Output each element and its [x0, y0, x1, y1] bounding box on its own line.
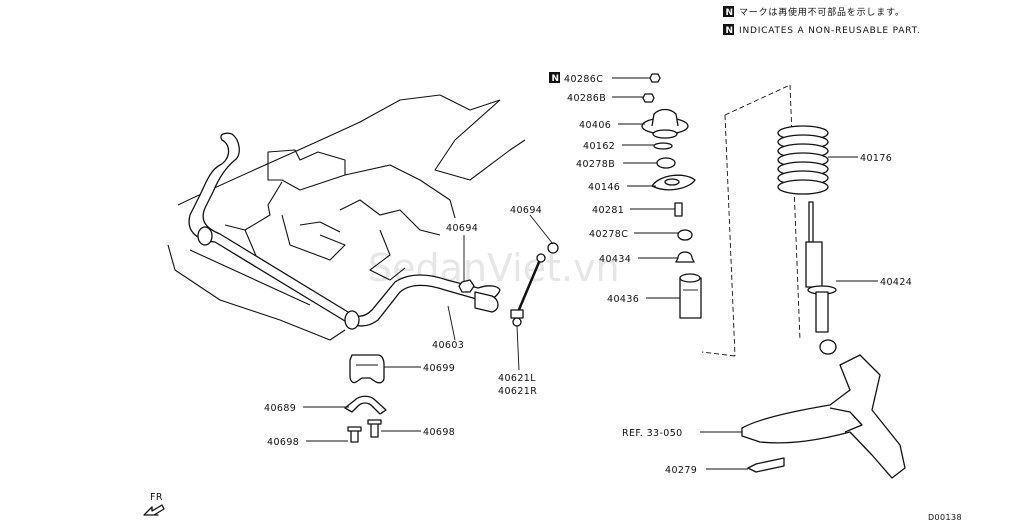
legend: N マークは再使用不可部品を示します。 N INDICATES A NON-RE… — [723, 6, 920, 36]
legend-jp-text: マークは再使用不可部品を示します。 — [739, 6, 905, 18]
strut-parts-stack — [641, 73, 702, 319]
svg-text:N: N — [552, 74, 560, 84]
label-40176: 40176 — [860, 153, 892, 164]
label-40278b: 40278B — [576, 159, 615, 170]
label-40434: 40434 — [599, 254, 631, 265]
front-direction-arrow: FR — [143, 492, 165, 516]
label-40278c: 40278C — [589, 229, 628, 240]
vehicle-body-outline — [167, 94, 526, 341]
bolt-40698-b — [367, 419, 382, 438]
nut-40286c — [649, 73, 661, 83]
label-40698-a: 40698 — [267, 437, 299, 448]
stabilizer-bar — [188, 132, 501, 330]
label-40424: 40424 — [880, 277, 912, 288]
label-40699: 40699 — [423, 363, 455, 374]
non-reusable-badge: N — [549, 72, 560, 84]
footer-code: D00138 — [928, 513, 962, 522]
label-40689: 40689 — [264, 403, 296, 414]
label-40146: 40146 — [588, 182, 620, 193]
fr-label: FR — [150, 492, 163, 503]
leader-lines — [303, 77, 878, 470]
label-40279: 40279 — [665, 465, 697, 476]
legend-badge-1: N — [726, 8, 734, 18]
bracket-40689 — [344, 395, 387, 415]
coil-spring — [777, 125, 829, 195]
bushing-40699 — [349, 354, 385, 384]
label-40286c: 40286C — [564, 74, 603, 85]
label-40436: 40436 — [607, 294, 639, 305]
legend-en-text: INDICATES A NON-REUSABLE PART. — [739, 26, 920, 36]
legend-badge-2: N — [726, 26, 734, 36]
label-40694-b: 40694 — [510, 205, 542, 216]
bolt-40279 — [747, 457, 785, 473]
label-40621l: 40621L — [498, 373, 536, 384]
callout-labels: 40286C 40286B 40406 40162 40278B 40146 4… — [264, 74, 912, 476]
shock-absorber — [805, 201, 837, 355]
label-40603: 40603 — [432, 340, 464, 351]
lower-arm — [741, 354, 906, 479]
nut-40286b — [642, 93, 655, 103]
assembly-frame — [701, 84, 801, 357]
label-40286b: 40286B — [567, 93, 606, 104]
label-ref-33-050: REF. 33-050 — [622, 428, 683, 439]
label-40698-b: 40698 — [423, 427, 455, 438]
label-40694-a: 40694 — [446, 223, 478, 234]
label-40281: 40281 — [592, 205, 624, 216]
nut-40694 — [458, 279, 475, 293]
label-40621r: 40621R — [498, 386, 537, 397]
label-40406: 40406 — [579, 120, 611, 131]
bolt-40698-a — [347, 426, 362, 443]
label-40162: 40162 — [583, 141, 615, 152]
